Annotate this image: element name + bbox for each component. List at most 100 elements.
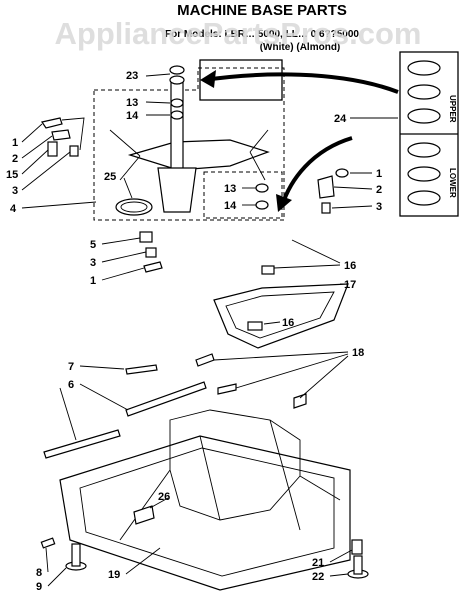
rail-parts [43,364,207,459]
clip-wire [61,117,85,151]
part-6-upper [125,381,207,417]
callout-26: 26 [158,491,170,503]
arrow-upper-curve [203,72,399,94]
callout-7: 7 [68,361,74,373]
left-clip-parts [41,117,85,157]
callout-4: 4 [10,203,17,215]
models-line: For Models: LBR… 5000, LL… 0 6??5000 [165,29,359,40]
lower-small-parts [139,231,163,273]
callout-17: 17 [344,279,356,291]
rail-frame-17 [213,265,349,349]
bearing-kit-panel: UPPER LOWER [399,51,459,217]
lower-bearing-3 [407,190,441,206]
bracket-16a [261,265,275,275]
seal-ring-inner [120,201,148,213]
shaft-housing [157,167,197,213]
spring-part-15 [47,141,58,157]
lower-bearing-2 [407,166,441,182]
bracket-part-2-right [317,175,335,199]
base-strut-1 [199,435,221,521]
part-7 [125,364,158,375]
callout-16-mid: 16 [282,317,294,329]
upper-bearing-1 [407,60,441,76]
lower-bearing-box [203,171,283,219]
clip-part-1 [41,117,63,129]
callout-8: 8 [36,567,42,579]
bearing-14 [170,110,184,120]
callout-13-upper: 13 [126,97,138,109]
foot-9-stem [71,543,81,567]
callout-9: 9 [36,581,42,593]
callout-1-left: 1 [12,137,18,149]
lower-bearing-1 [407,142,441,158]
base-strut-4 [299,475,341,501]
callout-2-left: 2 [12,153,18,165]
callout-3-left: 3 [12,185,18,197]
callout-14-lower: 14 [224,200,237,212]
arrow-upper-head [200,70,216,88]
callout-3-mid: 3 [90,257,96,269]
bearing-14-lower [255,200,269,210]
arrow-lower-head [276,194,292,212]
bearing-13-lower [255,183,269,193]
clips-18 [195,353,307,409]
transmission-assembly-group [93,59,285,221]
clip-part-1-right [335,168,349,178]
callout-14-upper: 14 [126,110,139,122]
part-8 [40,537,56,549]
callout-3-right: 3 [376,201,382,213]
part-26 [133,505,155,525]
bearing-23-bottom [169,75,185,85]
diagram-title: MACHINE BASE PARTS [177,2,347,19]
lower-label: LOWER [448,168,457,198]
callout-23: 23 [126,70,138,82]
callout-1-mid: 1 [90,275,96,287]
clip-18c [293,393,307,409]
right-clip-parts [317,168,349,214]
base-strut-2 [269,419,301,531]
callout-6: 6 [68,379,74,391]
bracket-part-2 [51,129,71,141]
assembly-enclosure [93,67,285,221]
upper-bearing-2 [407,84,441,100]
spider-arms [109,129,269,181]
callout-22: 22 [312,571,324,583]
callout-5: 5 [90,239,96,251]
callout-16-top: 16 [344,260,356,272]
feet-parts [40,537,369,579]
callout-19: 19 [108,569,120,581]
rail-frame-inner [225,291,335,339]
part-3-lower [145,247,157,258]
base-outer [59,435,351,591]
base-center-frame [169,409,301,521]
callout-15: 15 [6,169,18,181]
machine-base-frame [59,409,351,591]
bracket-16b [247,321,263,331]
foot-22-stem [353,555,363,575]
part-21 [351,539,363,555]
bearing-13 [170,98,184,108]
base-inner [79,447,335,577]
spider-hub [127,139,270,171]
part-5 [139,231,153,243]
color-line: (White) (Almond) [260,42,341,53]
clip-18b [217,383,237,395]
callout-18: 18 [352,347,364,359]
bumper-part-3 [69,145,79,157]
callout-labels: 1 2 15 3 4 23 13 14 25 13 14 5 3 1 24 1 … [6,70,382,593]
base-strut-3 [119,469,171,541]
bumper-part-3-right [321,202,331,214]
callout-2-right: 2 [376,184,382,196]
bearing-23-top [169,65,185,75]
callout-25: 25 [104,171,116,183]
callout-21: 21 [312,557,324,569]
watermark: AppliancePartsPros.com [55,16,422,51]
rail-frame-outline [213,283,349,349]
leader-lines [21,73,398,587]
callout-13-lower: 13 [224,183,236,195]
upper-bearing-3 [407,108,441,124]
callout-1-right: 1 [376,168,382,180]
callout-24: 24 [334,113,347,125]
part-6-lower [43,429,121,459]
